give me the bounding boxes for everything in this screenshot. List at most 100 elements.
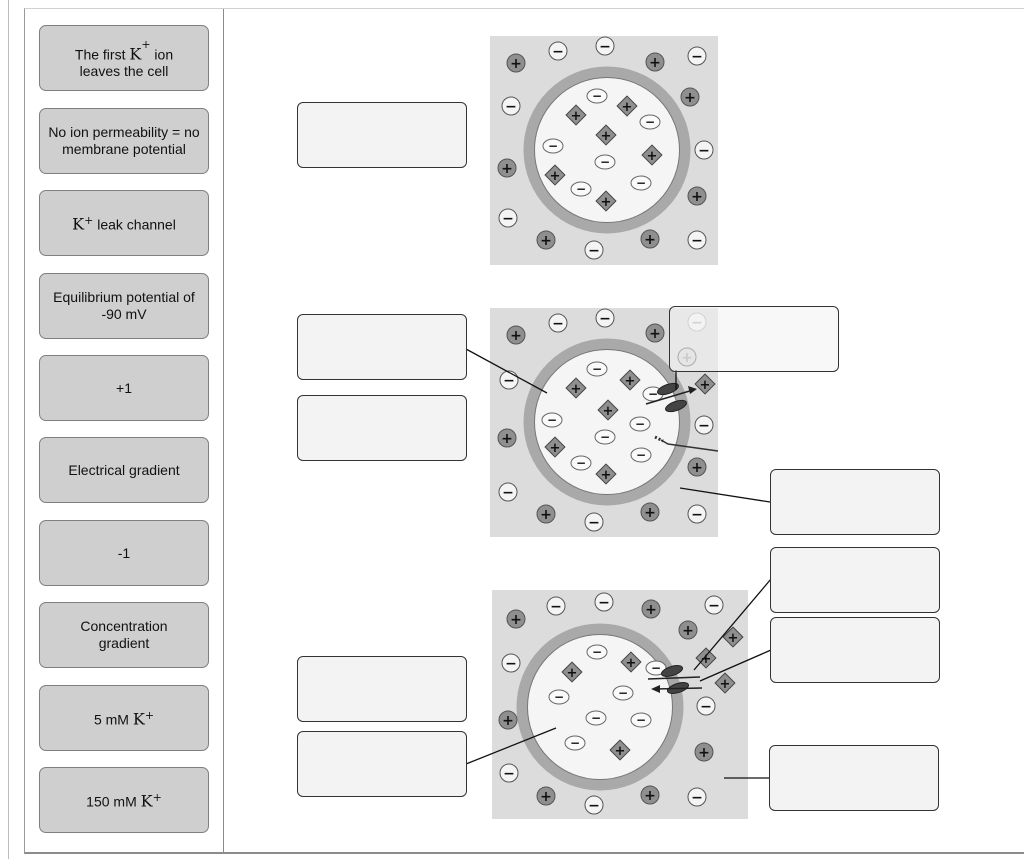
anion-sign: −	[651, 661, 661, 675]
anion-ion	[584, 795, 604, 815]
cation-sign: +	[644, 505, 656, 521]
anion-ion	[687, 504, 707, 524]
chip-electrical-gradient[interactable]: Electrical gradient	[39, 437, 209, 503]
influx-arrow	[654, 687, 703, 690]
anion-sign: −	[548, 139, 558, 153]
cation-sign: +	[540, 789, 552, 805]
cation-sign: +	[510, 56, 522, 72]
k-ion-sign: +	[700, 378, 711, 393]
k-ion-sign: +	[603, 404, 614, 419]
anion-sign: −	[636, 176, 646, 190]
cation-ion	[497, 158, 517, 178]
anion-sign: −	[691, 233, 703, 249]
k-ion-sign: +	[728, 631, 739, 646]
anion-ion	[586, 644, 608, 660]
anion-sign: −	[600, 430, 610, 444]
k-ion	[619, 369, 641, 391]
anion-ion	[542, 138, 564, 154]
influx-arrowhead	[651, 685, 660, 693]
anion-sign: −	[550, 599, 562, 615]
cation-sign: +	[502, 713, 514, 729]
anion-ion	[694, 415, 714, 435]
drop-target-1[interactable]	[297, 102, 467, 168]
leader-line	[465, 727, 557, 765]
anion-sign: −	[588, 515, 600, 531]
anion-sign: −	[592, 645, 602, 659]
cation-sign: +	[682, 623, 694, 639]
chip-five-mm-k[interactable]: 5 mM K+	[39, 685, 209, 751]
cation-ion	[694, 742, 714, 762]
chip-equilibrium-potential[interactable]: Equilibrium potential of -90 mV	[39, 273, 209, 339]
k-ion-sign: +	[720, 677, 731, 692]
cation-ion	[498, 710, 518, 730]
chip-minus-one[interactable]: -1	[39, 520, 209, 586]
chip-no-permeability[interactable]: No ion permeability = no membrane potent…	[39, 108, 209, 174]
chip-k-leak-channel[interactable]: K+ leak channel	[39, 190, 209, 256]
k-ion	[641, 144, 663, 166]
anion-ion	[546, 596, 566, 616]
anion-ion	[629, 416, 651, 432]
anion-sign: −	[618, 686, 628, 700]
anion-ion	[595, 36, 615, 56]
anion-ion	[548, 313, 568, 333]
cation-sign: +	[540, 233, 552, 249]
cation-ion	[536, 230, 556, 250]
ions-layer: +−−+−−++−+−+−+−−++−+−+−+−−++−−+−+−++−+−+…	[497, 36, 744, 815]
cation-sign: +	[649, 326, 661, 342]
anion-ion	[694, 140, 714, 160]
cation-ion	[506, 609, 526, 629]
cation-ion	[678, 620, 698, 640]
drop-target-10[interactable]	[769, 745, 939, 811]
k-ion	[595, 463, 617, 485]
anion-sign: −	[691, 790, 703, 806]
drop-target-9[interactable]	[297, 731, 467, 797]
drop-target-2[interactable]	[297, 314, 467, 380]
cation-ion	[536, 786, 556, 806]
anion-sign: −	[592, 89, 602, 103]
drop-target-3[interactable]	[297, 395, 467, 461]
anion-sign: −	[592, 362, 602, 376]
cation-ion	[645, 323, 665, 343]
k-ion	[544, 436, 566, 458]
anion-ion	[594, 154, 616, 170]
chip-plus-one[interactable]: +1	[39, 355, 209, 421]
chip-onefifty-mm-k[interactable]: 150 mM K+	[39, 767, 209, 833]
anion-sign: −	[691, 49, 703, 65]
channel-tick	[654, 435, 664, 443]
cation-ion	[640, 229, 660, 249]
anion-ion	[499, 763, 519, 783]
cation-ion	[640, 502, 660, 522]
cation-sign: +	[644, 788, 656, 804]
leak-channel	[660, 665, 684, 677]
anion-sign: −	[598, 595, 610, 611]
anion-ion	[612, 685, 634, 701]
anion-sign: −	[547, 413, 557, 427]
leader-line	[679, 487, 771, 503]
drop-target-6[interactable]	[770, 547, 940, 613]
k-ion-sign: +	[601, 468, 612, 483]
k-ion-sign: +	[625, 374, 636, 389]
cation-sign: +	[645, 602, 657, 618]
anion-ion	[584, 240, 604, 260]
k-ion	[544, 164, 566, 186]
drop-target-4[interactable]	[669, 306, 839, 372]
anion-sign: −	[552, 316, 564, 332]
drop-target-7[interactable]	[770, 617, 940, 683]
k-ion-sign: +	[626, 656, 637, 671]
anion-ion	[570, 455, 592, 471]
efflux-arrow	[647, 676, 701, 680]
anion-sign: −	[691, 507, 703, 523]
chip-concentration-gradient[interactable]: Concentration gradient	[39, 602, 209, 668]
cation-sign: +	[684, 90, 696, 106]
drop-target-8[interactable]	[297, 656, 467, 722]
k-ion-sign: +	[567, 666, 578, 681]
leak-channel	[657, 382, 679, 396]
anion-ion	[630, 175, 652, 191]
cation-ion	[506, 325, 526, 345]
drop-target-5[interactable]	[770, 469, 940, 535]
cation-sign: +	[510, 612, 522, 628]
cation-sign: +	[691, 460, 703, 476]
anion-ion	[687, 46, 707, 66]
cation-sign: +	[691, 189, 703, 205]
